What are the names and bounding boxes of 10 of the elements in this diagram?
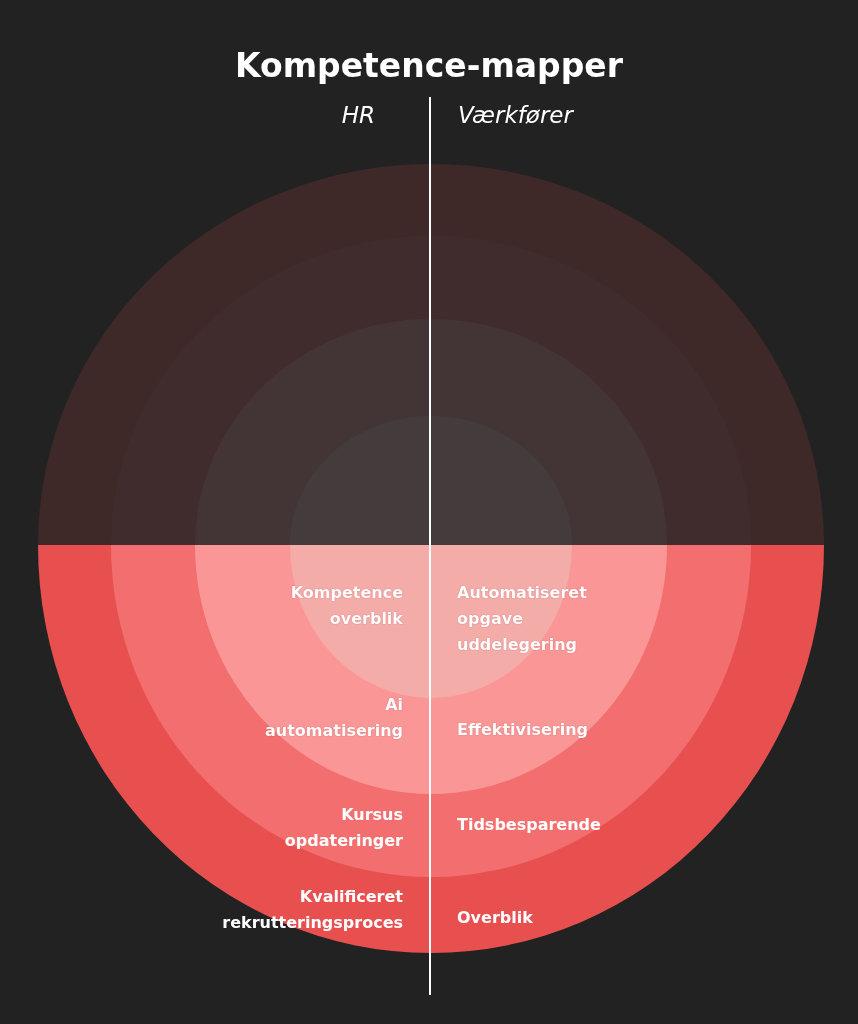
ring-label: Overblik <box>457 907 533 929</box>
column-heading: Værkfører <box>458 101 573 130</box>
ring-label: Automatiseret opgave uddelegering <box>457 582 587 656</box>
ring-label: Kursus opdateringer <box>283 804 403 852</box>
diagram-title: Kompetence-mapper <box>235 46 623 86</box>
ring-label: Effektivisering <box>457 719 589 741</box>
ring-label: Kompetence overblik <box>290 582 403 630</box>
ring-label: Ai automatisering <box>263 694 403 742</box>
column-heading: HR <box>341 101 375 130</box>
ring-label: Tidsbesparende <box>457 814 601 836</box>
